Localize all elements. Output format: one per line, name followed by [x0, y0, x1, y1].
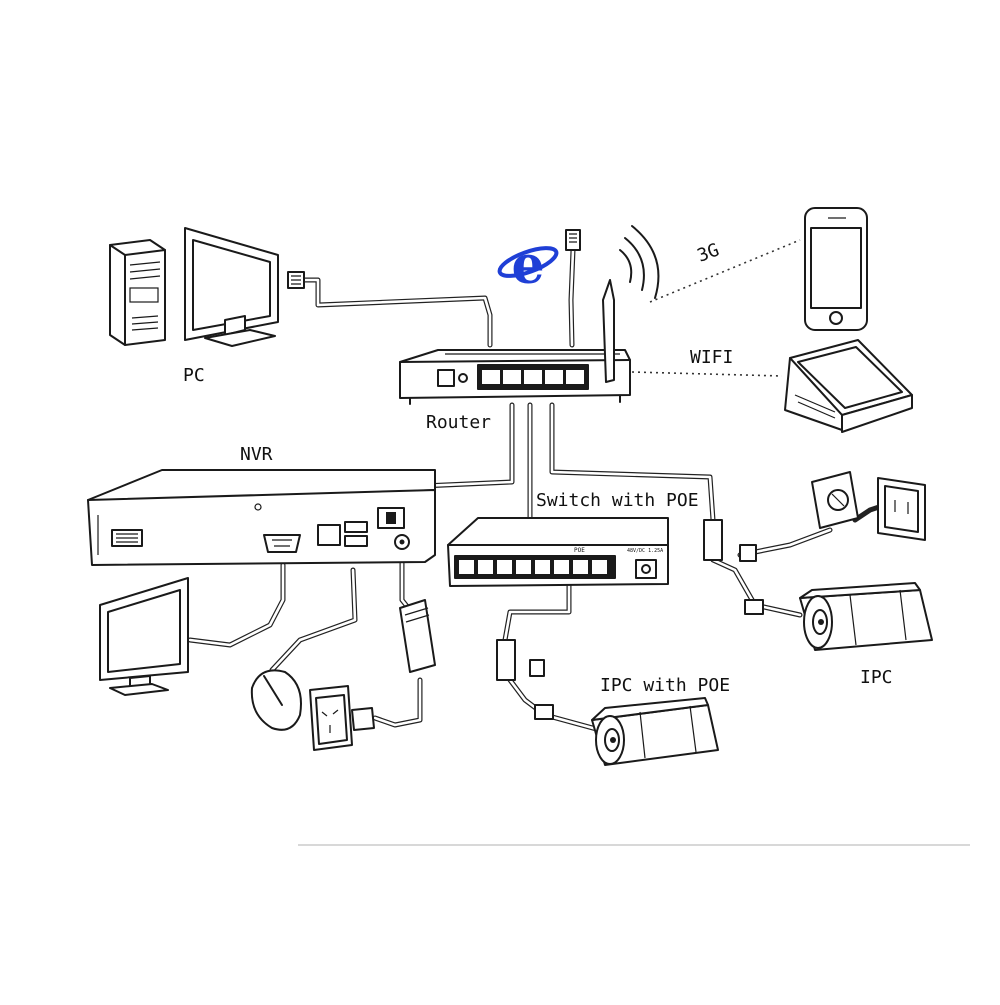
router	[399, 279, 631, 405]
smartphone	[804, 207, 868, 331]
rj45-plug-pc	[287, 271, 305, 289]
label-router: Router	[426, 412, 491, 433]
label-pc: PC	[183, 365, 205, 386]
svg-text:e: e	[511, 235, 544, 296]
wall-socket-left	[309, 685, 375, 751]
label-nvr: NVR	[240, 444, 273, 465]
mouse	[250, 669, 302, 731]
label-ipc-poe: IPC with POE	[600, 675, 730, 696]
label-3g: 3G	[695, 240, 723, 267]
ipc-camera	[799, 582, 933, 651]
laptop	[784, 339, 913, 433]
ipc-poe-pigtail-connector	[496, 639, 554, 720]
ipc-poe-camera	[591, 697, 719, 766]
pc-tower	[109, 239, 166, 346]
wireless-signal-icon	[619, 225, 660, 299]
switch-panel-dc-label: 48V/DC 1.25A	[627, 548, 663, 554]
nvr-monitor	[99, 577, 189, 696]
labels: PC Router NVR Switch with POE IPC with P…	[183, 240, 893, 696]
nvr-recorder	[87, 469, 436, 566]
browser-icon: e	[497, 235, 559, 296]
wall-socket-right	[877, 477, 926, 541]
link-3g	[649, 239, 801, 303]
link-wifi	[631, 371, 783, 377]
ipc-power-adapter	[811, 471, 859, 529]
rj45-plug-internet	[565, 229, 581, 251]
label-switch: Switch with POE	[536, 490, 699, 511]
switch-panel-poe-label: POE	[574, 547, 585, 554]
ipc-pigtail-connector	[703, 519, 764, 615]
nvr-power-adapter	[399, 599, 436, 673]
poe-switch: POE 48V/DC 1.25A	[447, 517, 669, 587]
label-ipc: IPC	[860, 667, 893, 688]
label-wifi: WIFI	[690, 347, 733, 368]
pc-monitor	[184, 227, 279, 347]
